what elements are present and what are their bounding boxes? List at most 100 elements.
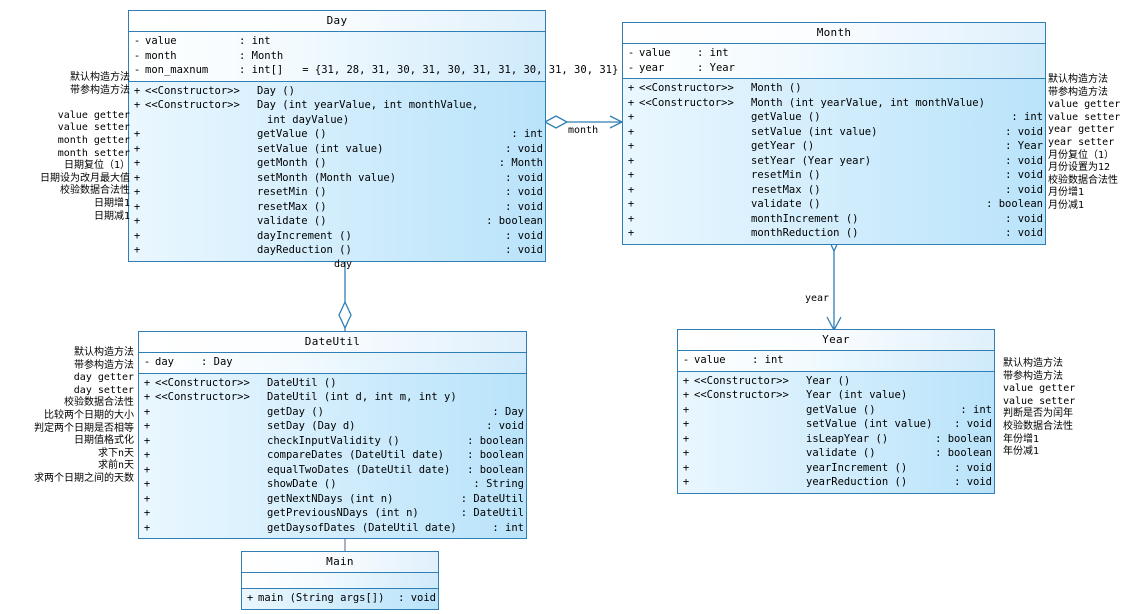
- class-box-month[interactable]: Month -value: int-year: Year +<<Construc…: [622, 22, 1046, 245]
- operation-signature: monthIncrement (): [751, 212, 859, 225]
- operation-visibility: +: [682, 447, 690, 459]
- class-attribute-row: -value: int: [129, 34, 545, 49]
- attribute-visibility: -: [133, 35, 141, 47]
- class-attribute-row: -month: Month: [129, 49, 545, 64]
- class-operation-row: +setMonth (Month value): void: [129, 171, 545, 186]
- operation-visibility: +: [627, 183, 635, 196]
- operation-stereotype: [145, 243, 257, 258]
- operation-stereotype: [639, 226, 751, 241]
- operation-signature: dayReduction (): [257, 244, 352, 256]
- operation-stereotype: [145, 214, 257, 229]
- operation-visibility: +: [133, 186, 141, 198]
- operation-stereotype: <<Constructor>>: [694, 374, 789, 387]
- class-box-dateutil[interactable]: DateUtil -day: Day +<<Constructor>>DateU…: [138, 331, 527, 539]
- operation-visibility: +: [682, 461, 690, 474]
- operation-stereotype: <<Constructor>>: [694, 389, 789, 401]
- operation-visibility: +: [143, 478, 151, 490]
- operation-signature: Year (): [806, 374, 851, 387]
- class-operation-row: +main (String args[]): void: [242, 591, 438, 606]
- operation-visibility: +: [682, 476, 690, 488]
- operation-return-type: : void: [954, 476, 992, 488]
- operation-return-type: : Year: [1005, 140, 1043, 152]
- class-operation-row: +setDay (Day d): void: [139, 419, 526, 434]
- operation-visibility: +: [627, 169, 635, 181]
- operation-stereotype: [155, 434, 267, 449]
- class-operations-day: +<<Constructor>>Day ()+<<Constructor>>Da…: [129, 81, 545, 261]
- class-operations-dateutil: +<<Constructor>>DateUtil ()+<<Constructo…: [139, 373, 526, 538]
- operation-signature: Month (): [751, 82, 802, 94]
- operation-visibility: +: [133, 128, 141, 140]
- operation-stereotype: [155, 419, 267, 434]
- operation-return-type: [537, 84, 543, 99]
- attribute-name: year: [639, 61, 665, 74]
- operation-visibility: +: [627, 111, 635, 123]
- class-operation-row: + getValue () : int: [129, 127, 545, 142]
- operation-signature: setYear (Year year): [751, 154, 872, 167]
- operation-visibility: +: [143, 521, 151, 534]
- class-attributes-month: -value: int-year: Year: [623, 44, 1045, 79]
- operation-stereotype: [145, 200, 257, 215]
- attribute-type: : Month: [239, 49, 284, 62]
- attribute-visibility: -: [682, 354, 690, 366]
- class-box-main[interactable]: Main +main (String args[]): void: [241, 551, 439, 610]
- operation-return-type: : boolean: [467, 463, 524, 476]
- class-operation-row: +resetMax (): void: [623, 183, 1045, 198]
- class-operation-row: +getYear (): Year: [623, 139, 1045, 154]
- operation-signature: resetMin (): [751, 169, 821, 181]
- operation-signature: getNextNDays (int n): [267, 492, 394, 505]
- operation-visibility: +: [143, 391, 151, 403]
- class-attributes-day: -value: int-month: Month-mon_maxnum: int…: [129, 32, 618, 82]
- class-operation-row: +<<Constructor>>DateUtil (): [139, 376, 526, 391]
- operation-visibility: +: [682, 403, 690, 416]
- operation-return-type: : Day: [492, 405, 524, 418]
- operation-visibility: +: [143, 463, 151, 476]
- class-operation-row: +validate (): boolean: [678, 446, 994, 461]
- operation-visibility: +: [133, 244, 141, 256]
- operation-stereotype: [639, 197, 751, 212]
- operation-visibility: +: [143, 376, 151, 389]
- operation-signature: getValue (): [257, 128, 327, 140]
- attribute-name: day: [155, 356, 174, 368]
- operation-return-type: : int: [1011, 111, 1043, 123]
- connector-label-month: month: [568, 125, 599, 136]
- class-operation-row: +setValue (int value): void: [129, 142, 545, 157]
- operation-signature: getDay (): [267, 405, 324, 418]
- note-day: 默认构造方法 带参构造方法 value getter value setter …: [40, 72, 130, 222]
- operation-signature: setValue (int value): [257, 142, 384, 155]
- operation-visibility: +: [246, 592, 254, 604]
- operation-signature: setValue (int value): [751, 125, 878, 138]
- operation-return-type: : int: [511, 128, 543, 140]
- class-operation-continuation: int dayValue): [129, 113, 545, 128]
- operation-stereotype: [145, 127, 257, 142]
- connector-label-day: day: [334, 259, 353, 270]
- operation-return-type: : void: [505, 244, 543, 256]
- class-box-day[interactable]: Day -value: int-month: Month-mon_maxnum:…: [128, 10, 618, 262]
- operation-signature: compareDates (DateUtil date): [267, 449, 445, 461]
- operation-signature: resetMax (): [751, 183, 821, 196]
- class-operation-row: +dayIncrement (): void: [129, 229, 545, 244]
- operation-visibility: +: [627, 227, 635, 239]
- operation-stereotype: [639, 212, 751, 227]
- class-operation-row: +compareDates (DateUtil date): boolean: [139, 448, 526, 463]
- operation-return-type: : boolean: [486, 215, 543, 227]
- operation-stereotype: [145, 185, 257, 200]
- operation-return-type: [518, 390, 524, 405]
- operation-visibility: +: [627, 154, 635, 167]
- operation-signature: getValue (): [806, 403, 876, 416]
- operation-signature: yearReduction (): [806, 476, 908, 488]
- operation-stereotype: <<Constructor>>: [639, 96, 734, 109]
- attribute-name: mon_maxnum: [145, 64, 209, 76]
- class-operation-row: +getMonth (): Month: [129, 156, 545, 171]
- operation-return-type: : void: [1005, 227, 1043, 239]
- operation-stereotype: <<Constructor>>: [155, 391, 250, 403]
- operation-return-type: : void: [505, 142, 543, 155]
- class-box-year[interactable]: Year -value: int +<<Constructor>>Year ()…: [677, 329, 995, 494]
- attribute-name: value: [639, 47, 671, 59]
- operation-signature: yearIncrement (): [806, 461, 908, 474]
- operation-signature: showDate (): [267, 478, 337, 490]
- class-name-year: Year: [678, 330, 994, 351]
- operation-signature: getValue (): [751, 111, 821, 123]
- operation-return-type: : void: [1005, 169, 1043, 181]
- operation-signature: Day (): [257, 84, 295, 97]
- operation-stereotype: [155, 405, 267, 420]
